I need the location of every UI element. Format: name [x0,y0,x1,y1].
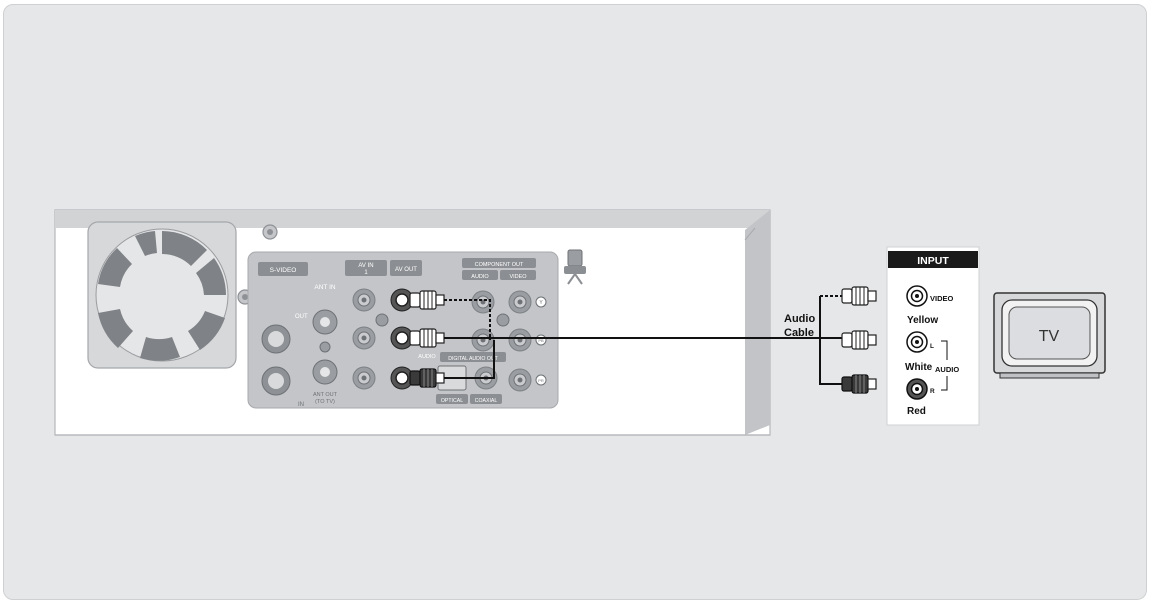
left-jack-label: L [930,343,934,350]
cooling-fan-icon [87,221,237,369]
input-header: INPUT [917,255,949,267]
av-in-audio-r-jack[interactable] [352,366,376,390]
to-tv-label: (TO TV) [315,399,335,405]
ant-out-label: ANT OUT [313,392,338,398]
s-video-label: S-VIDEO [270,267,297,274]
recorder-rear-panel: S-VIDEO OUT IN ANT IN ANT OUT (TO TV) AV… [54,209,771,436]
av-in-label: AV IN [358,263,373,269]
coaxial-label: COAXIAL [475,398,498,404]
tv-video-in-jack[interactable] [906,285,928,307]
red-label: Red [907,406,926,417]
component-pb-jack[interactable] [508,328,532,352]
optical-label: OPTICAL [441,398,463,404]
component-y-jack[interactable] [508,290,532,314]
tv-audio-r-jack[interactable] [906,378,928,400]
y-label: Y [539,300,543,306]
tv-icon: TV [993,292,1106,379]
rca-plug-red-tv [841,374,877,394]
audio-cable-label-1: Audio [784,313,815,325]
ant-out-jack[interactable] [312,359,338,385]
out-label: OUT [295,314,308,320]
pr-label: PR [538,378,544,383]
ant-in-jack[interactable] [312,309,338,335]
component-out-label: COMPONENT OUT [475,262,524,268]
av-in-audio-l-jack[interactable] [352,326,376,350]
component-video-label: VIDEO [509,274,527,280]
component-pr-jack[interactable] [508,368,532,392]
tv-input-panel: INPUT VIDEO Yellow L White AUDIO R Red [886,246,980,426]
in-label: IN [298,402,304,408]
white-label: White [905,362,933,373]
ground-terminal-icon [564,249,586,285]
av-out-audio-r-jack[interactable] [390,366,414,390]
digital-audio-out-label: DIGITAL AUDIO OUT [448,356,498,362]
av-in-video-jack[interactable] [352,288,376,312]
av-out-audio-l-jack[interactable] [390,326,414,350]
s-video-in-jack[interactable] [261,366,291,396]
av-out-label: AV OUT [395,267,417,273]
tv-audio-l-jack[interactable] [906,331,928,353]
rca-plug-video-tv [841,286,877,306]
av-in-number: 1 [364,270,368,276]
right-jack-label: R [930,388,935,395]
audio-cable: Audio Cable [409,286,877,394]
video-jack-label: VIDEO [930,294,954,303]
s-video-out-jack[interactable] [261,324,291,354]
audio-group-label: AUDIO [935,365,959,374]
tv-label: TV [1039,328,1060,345]
ant-in-label: ANT IN [314,284,335,291]
screw-icon [262,224,278,240]
audio-cable-label-2: Cable [784,327,814,339]
component-audio-label: AUDIO [471,274,489,280]
audio-label: AUDIO [418,354,436,360]
yellow-label: Yellow [907,315,938,326]
rca-plug-white-tv [841,330,877,350]
pb-label: PB [538,338,544,343]
